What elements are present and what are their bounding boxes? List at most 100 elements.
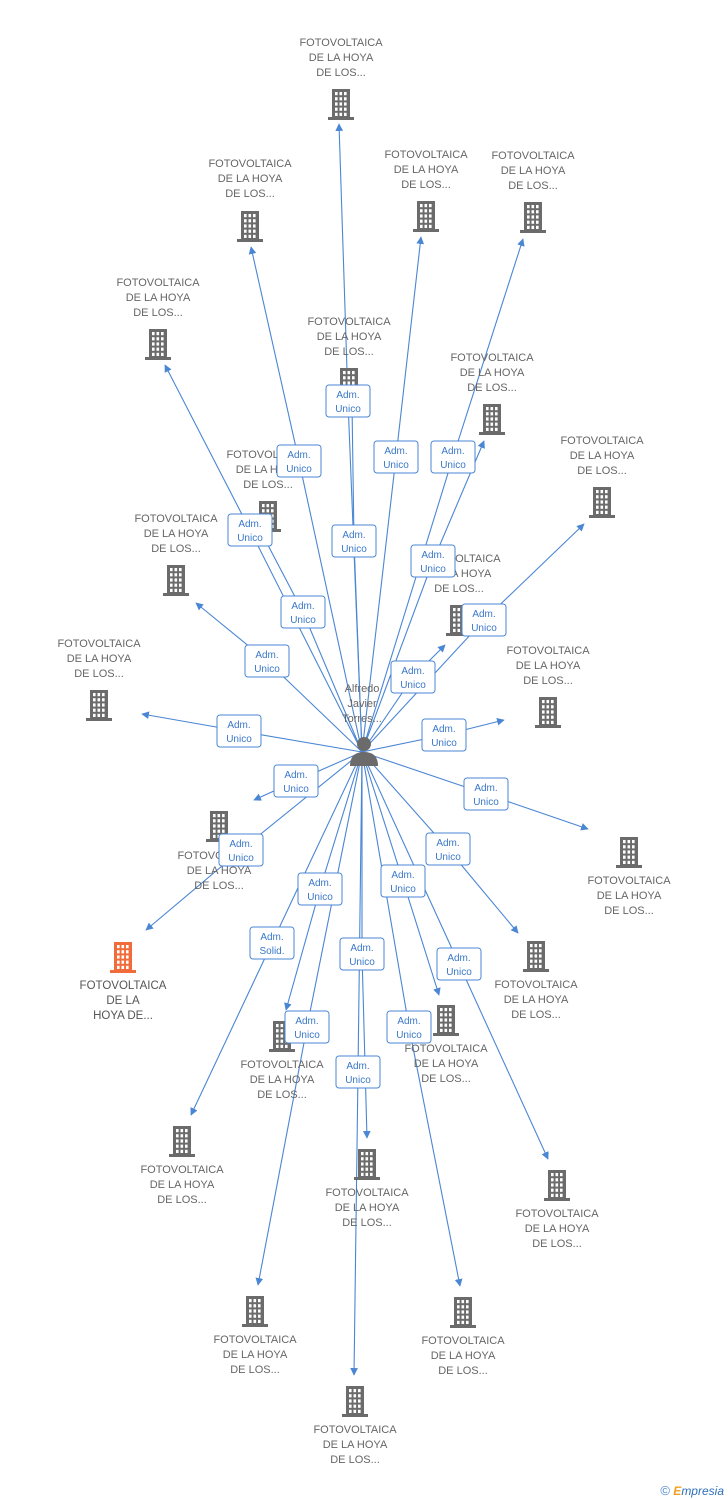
company-label-line: DE LA HOYA: [460, 367, 525, 379]
badge-text-line: Adm.: [342, 530, 365, 541]
company-label-line: DE LA HOYA: [394, 164, 459, 176]
role-badge[interactable]: Adm.Unico: [218, 833, 264, 867]
brand-name: mpresia: [681, 1484, 724, 1498]
role-badge[interactable]: Adm.Unico: [339, 937, 385, 971]
role-badge[interactable]: Adm.Unico: [227, 513, 273, 547]
role-badge[interactable]: Adm.Unico: [331, 524, 377, 558]
footer-brand: © Empresia: [660, 1483, 724, 1498]
company-label-line: FOTOVOLTAICA: [313, 1424, 397, 1436]
role-badge[interactable]: Adm.Unico: [390, 660, 436, 694]
role-badge[interactable]: Adm.Unico: [280, 595, 326, 629]
company-label-line: DE LA HOYA: [570, 450, 635, 462]
company-label-line: DE LOS...: [523, 675, 573, 687]
company-node-n16[interactable]: FOTOVOLTAICA DE LA HOYA DE LOS...: [494, 941, 578, 1021]
company-label-line: DE LA HOYA: [414, 1058, 479, 1070]
company-label-line: DE LOS...: [330, 1454, 380, 1466]
company-label-line: DE LOS...: [316, 67, 366, 79]
company-label-line: DE LA HOYA: [187, 865, 252, 877]
company-label-line: DE LOS...: [342, 1217, 392, 1229]
role-badge[interactable]: Adm.Unico: [244, 644, 290, 678]
role-badge[interactable]: Adm.Unico: [373, 440, 419, 474]
company-label-line: HOYA DE...: [93, 1010, 153, 1022]
company-label-line: DE LA HOYA: [501, 165, 566, 177]
badge-text-line: Adm.: [441, 446, 464, 457]
badge-text-line: Adm.: [436, 838, 459, 849]
role-badge[interactable]: Adm.Unico: [284, 1010, 330, 1044]
badge-text-line: Unico: [473, 797, 499, 808]
company-label-line: DE LOS...: [511, 1009, 561, 1021]
role-badge[interactable]: Adm.Unico: [325, 384, 371, 418]
company-label-line: FOTOVOLTAICA: [494, 979, 578, 991]
badge-text-line: Unico: [237, 533, 263, 544]
role-badge[interactable]: Adm.Unico: [380, 864, 426, 898]
badge-text-line: Adm.: [432, 724, 455, 735]
building-icon: [145, 329, 171, 360]
badge-text-line: Adm.: [260, 932, 283, 943]
role-badge[interactable]: Adm.Unico: [461, 603, 507, 637]
company-label-line: DE LA HOYA: [335, 1202, 400, 1214]
nodes-layer: FOTOVOLTAICA DE LA HOYA DE LOS... FOTOVOLTA…: [57, 37, 671, 1466]
company-node-n12[interactable]: FOTOVOLTAICA DE LA HOYA DE LOS...: [57, 638, 141, 721]
badge-text-line: Unico: [431, 738, 457, 749]
building-icon: [450, 1297, 476, 1328]
role-badge[interactable]: Adm.Unico: [386, 1010, 432, 1044]
building-icon: [523, 941, 549, 972]
role-badge[interactable]: Adm.Unico: [430, 440, 476, 474]
role-badge[interactable]: Adm.Unico: [436, 947, 482, 981]
role-badge[interactable]: Adm.Unico: [335, 1055, 381, 1089]
company-label-line: FOTOVOLTAICA: [384, 149, 468, 161]
company-label-line: DE LOS...: [508, 180, 558, 192]
center-person[interactable]: AlfredoJavierTorres...: [342, 683, 382, 766]
badge-text-line: Unico: [349, 957, 375, 968]
company-label-line: DE LOS...: [74, 668, 124, 680]
company-node-n1[interactable]: FOTOVOLTAICA DE LA HOYA DE LOS...: [299, 37, 383, 120]
badge-text-line: Unico: [286, 464, 312, 475]
badge-text-line: Adm.: [284, 770, 307, 781]
role-badge[interactable]: Adm.Unico: [297, 872, 343, 906]
company-label-line: DE LOS...: [532, 1238, 582, 1250]
role-badge[interactable]: Adm.Unico: [425, 832, 471, 866]
badge-text-line: Unico: [400, 680, 426, 691]
company-label-line: DE LOS...: [257, 1089, 307, 1101]
building-icon: [328, 89, 354, 120]
badge-text-line: Unico: [226, 734, 252, 745]
badge-text-line: Adm.: [336, 390, 359, 401]
role-badge[interactable]: Adm.Unico: [276, 444, 322, 478]
company-label-line: FOTOVOLTAICA: [404, 1043, 488, 1055]
brand-initial: E: [673, 1484, 682, 1498]
company-label-line: DE LA HOYA: [67, 653, 132, 665]
role-badge[interactable]: Adm.Solid.: [249, 926, 295, 960]
role-badge[interactable]: Adm.Unico: [216, 714, 262, 748]
role-badge[interactable]: Adm. Unico: [421, 718, 467, 752]
role-badge[interactable]: Adm.Unico: [410, 544, 456, 578]
building-icon: [413, 201, 439, 232]
building-icon: [86, 690, 112, 721]
company-label-line: FOTOVOLTAICA: [57, 638, 141, 650]
company-label-line: FOTOVOLTAICA: [299, 37, 383, 49]
role-badge[interactable]: Adm.Unico: [273, 764, 319, 798]
company-label-line: DE LA HOYA: [504, 994, 569, 1006]
badge-text-line: Adm.: [472, 609, 495, 620]
company-label-line: DE LA HOYA: [309, 52, 374, 64]
building-icon: [589, 487, 615, 518]
role-badge[interactable]: Adm.Unico: [463, 777, 509, 811]
